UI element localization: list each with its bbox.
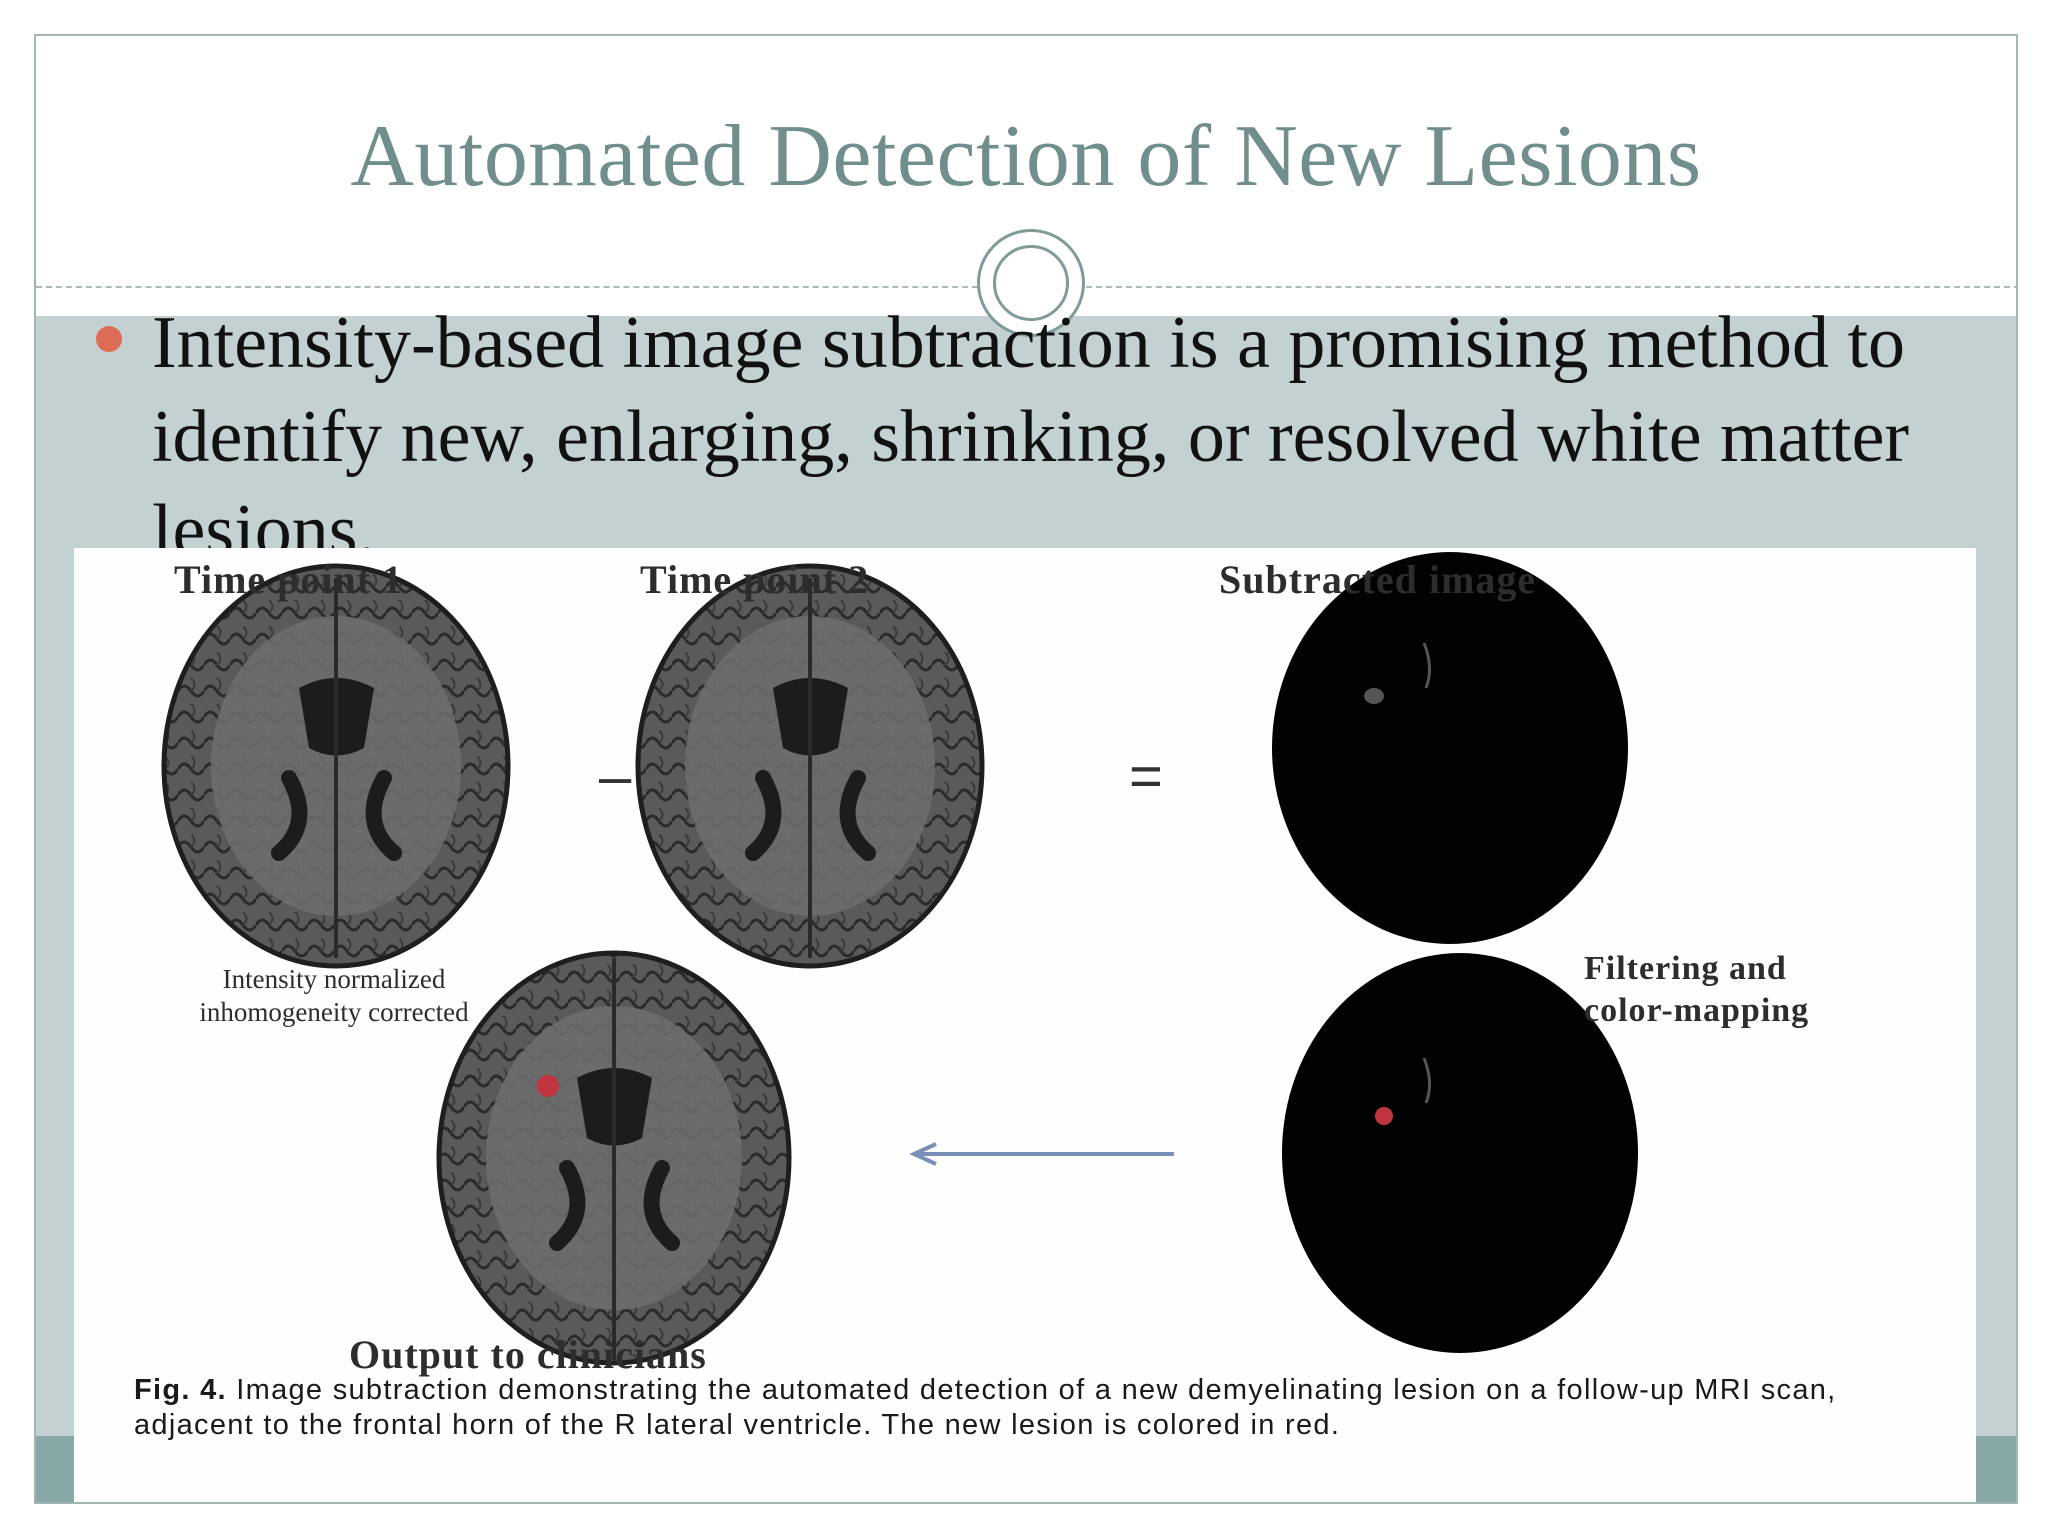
left-arrow-icon [909,1142,1174,1166]
label-time-point-1: Time point 1 [174,557,404,602]
filtering-label-line-1: Filtering and [1584,950,1787,987]
brain-time-point-1 [161,563,511,969]
brain-time-point-2 [635,563,985,969]
brain-color-mapped [1282,953,1638,1353]
filtering-label: Filtering and color-mapping [1584,948,1809,1032]
brain-subtracted [1272,552,1628,944]
label-subtracted-image: Subtracted image [1219,557,1537,602]
slide-frame: Automated Detection of New Lesions Inten… [34,34,2018,1504]
lesion-marker-subtracted [1375,1107,1393,1125]
caption-figure-number: Fig. 4. [134,1374,227,1406]
normalization-note-line-1: Intensity normalized [222,964,446,994]
figure-caption: Fig. 4. Image subtraction demonstrating … [134,1373,1924,1443]
output-label: Output to clinicians [349,1332,707,1377]
figure-diagram [161,552,1638,1366]
divider-ring-inner [993,245,1069,321]
title-divider-right [1086,286,2016,288]
caption-text: Image subtraction demonstrating the auto… [134,1374,1837,1441]
bullet-dot-icon [96,326,122,352]
filtering-label-line-2: color-mapping [1584,992,1810,1029]
brain-output [436,950,792,1366]
title-divider-left [36,286,988,288]
divider-ring-ornament [977,229,1085,337]
bullet-text: Intensity-based image subtraction is a p… [152,302,1910,572]
normalization-note-line-2: inhomogeneity corrected [199,997,469,1027]
lesion-marker-output [537,1075,559,1097]
label-time-point-2: Time point 2 [640,557,870,602]
minus-symbol: – [599,744,632,809]
normalization-note: Intensity normalized inhomogeneity corre… [164,963,504,1029]
slide-title: Automated Detection of New Lesions [350,108,1702,205]
equals-symbol: = [1129,744,1163,809]
figure-image: Time point 1 Time point 2 Subtracted ima… [74,548,1976,1502]
